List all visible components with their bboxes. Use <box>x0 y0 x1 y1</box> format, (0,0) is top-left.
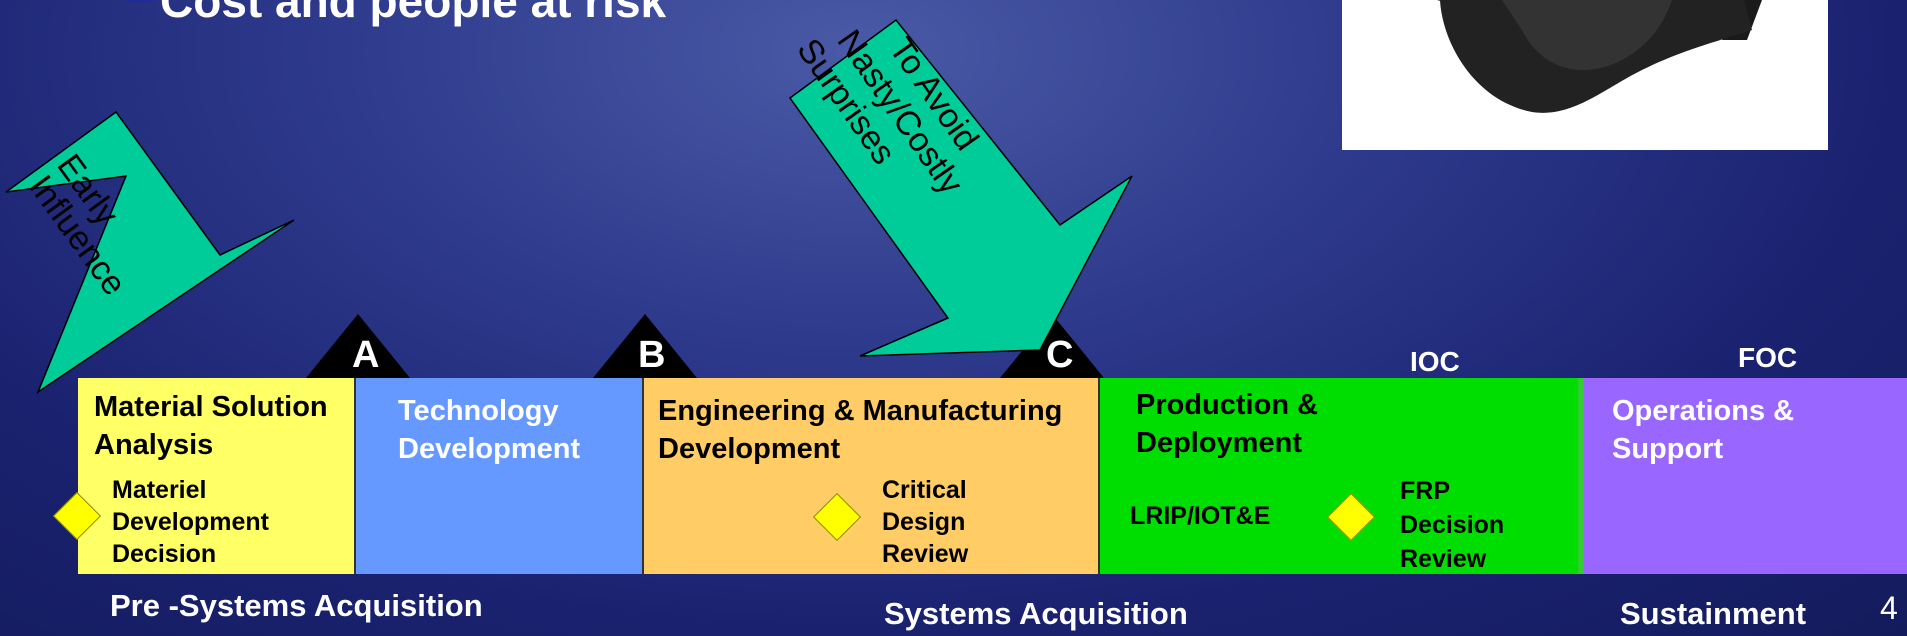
headline: Cost and people at risk <box>160 0 667 27</box>
foc-label: FOC <box>1738 342 1798 373</box>
stage-technology-development: Technology Development <box>354 378 644 574</box>
stage-operations-support: Operations & Support <box>1584 378 1907 574</box>
hat-icon <box>1437 0 1762 113</box>
milestone-a-label: A <box>352 334 380 376</box>
milestone-b-triangle <box>593 314 697 378</box>
msa-title-line1: Material Solution <box>94 391 328 423</box>
milestone-a-triangle <box>306 314 410 378</box>
influence-label: Influence <box>22 168 134 302</box>
cdr-line1: Critical <box>882 476 967 504</box>
headline-bullet <box>125 0 153 2</box>
pd-title-line2: Deployment <box>1136 427 1302 459</box>
lrip-label: LRIP/IOT&E <box>1130 502 1271 530</box>
phase-pre-systems-acquisition: Pre -Systems Acquisition <box>110 588 483 623</box>
page-number: 4 <box>1880 590 1898 626</box>
phase-systems-acquisition: Systems Acquisition <box>884 596 1188 631</box>
stage-production-deployment: Production & Deployment LRIP/IOT&E FRP D… <box>1098 378 1586 574</box>
milestone-b-label: B <box>638 334 666 376</box>
emd-title-line1: Engineering & Manufacturing <box>658 395 1063 427</box>
td-title-line1: Technology <box>398 395 559 427</box>
pd-title-line1: Production & <box>1136 389 1319 421</box>
os-title-line2: Support <box>1612 433 1724 465</box>
cdr-line3: Review <box>882 540 969 568</box>
stage-material-solution-analysis: Material Solution Analysis Materiel Deve… <box>78 378 354 574</box>
os-title-line1: Operations & <box>1612 395 1795 427</box>
msa-decision-line1: Materiel <box>112 476 207 504</box>
cdr-line2: Design <box>882 508 966 536</box>
phase-sustainment: Sustainment <box>1620 596 1807 631</box>
milestone-c-label: C <box>1046 334 1074 376</box>
frp-line2: Decision <box>1400 511 1505 539</box>
emd-title-line2: Development <box>658 433 841 465</box>
frp-line1: FRP <box>1400 477 1450 505</box>
stage-engineering-manufacturing-development: Engineering & Manufacturing Development … <box>642 378 1100 574</box>
td-title-line2: Development <box>398 433 581 465</box>
msa-decision-line2: Development <box>112 508 269 536</box>
frp-line3: Review <box>1400 545 1487 573</box>
msa-title-line2: Analysis <box>94 429 214 461</box>
hat-image <box>1342 0 1828 150</box>
ioc-label: IOC <box>1410 346 1460 377</box>
msa-decision-line3: Decision <box>112 540 217 568</box>
